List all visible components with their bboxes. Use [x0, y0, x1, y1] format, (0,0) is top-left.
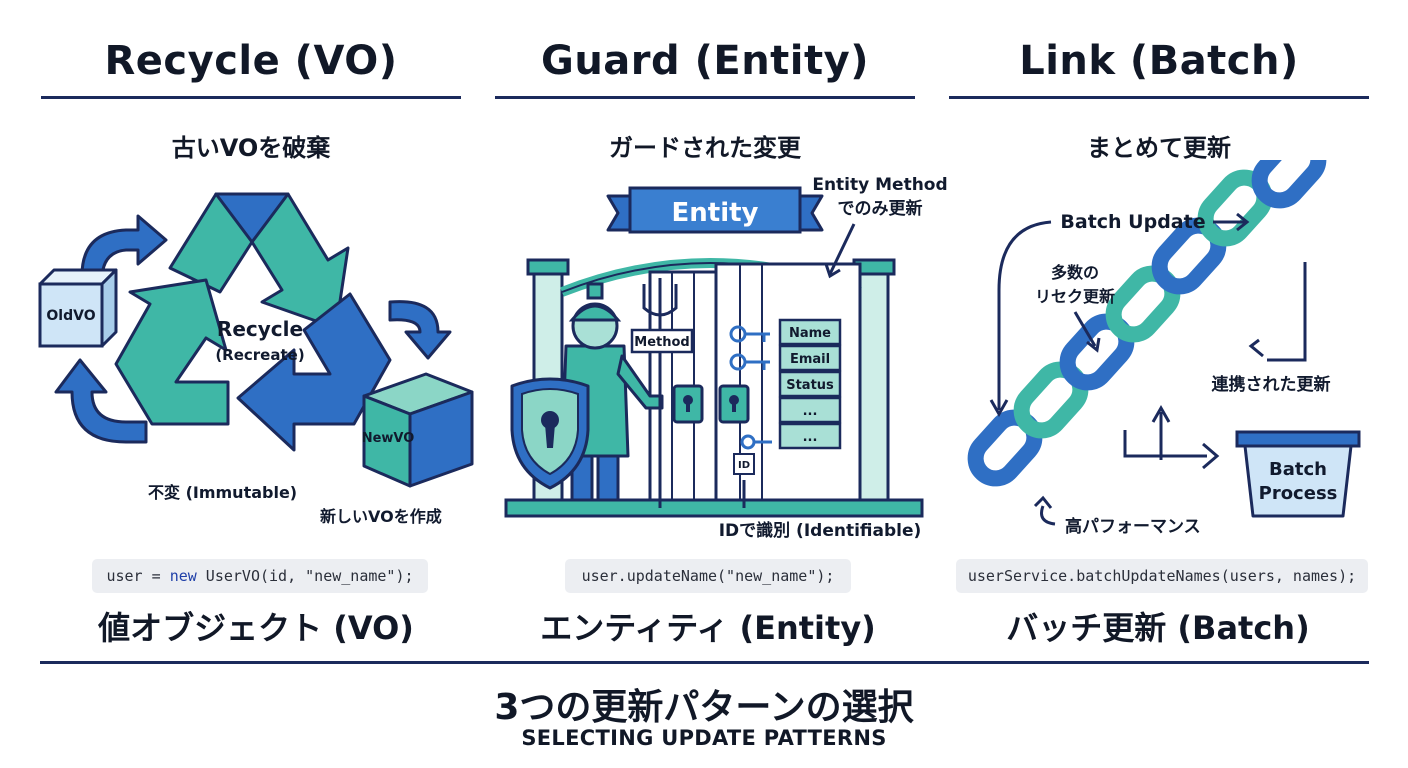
recycle-code-suffix: UserVO(id, "new_name");	[196, 567, 414, 585]
id-tag	[733, 453, 755, 475]
bottom-rule	[40, 661, 1369, 664]
new-vo-label: NewVO	[362, 431, 415, 446]
field-email: Email	[790, 352, 830, 367]
top-left-curved-arrow	[80, 214, 168, 282]
old-vo-box	[38, 268, 118, 348]
link-illustration: Batch Update 多数の リセク更新 連携された更新 Batch Pro…	[967, 160, 1361, 537]
recycle-center-sublabel: (Recreate)	[215, 346, 304, 364]
recycle-arrow-left	[114, 278, 230, 426]
trident-icon	[642, 278, 678, 508]
batch-process-label: Batch	[1269, 459, 1327, 480]
entity-method-note: Entity Method	[812, 175, 947, 195]
many-updates-label-2: リセク更新	[1035, 287, 1115, 306]
guard-title: Guard (Entity)	[541, 38, 869, 84]
right-curved-arrow	[388, 300, 452, 360]
recycle-illustration: OldVO NewVO Recycle (Recreate) 不変 (Immut…	[38, 192, 474, 526]
recycle-arrow-top-blue	[214, 192, 290, 244]
right-pillar	[852, 258, 896, 502]
batch-update-label: Batch Update	[1060, 211, 1205, 233]
link-title-rule	[949, 96, 1369, 99]
field-name: Name	[789, 326, 831, 341]
recycle-code: user = new UserVO(id, "new_name");	[92, 559, 428, 593]
method-sign-label: Method	[634, 335, 689, 350]
main-subtitle: SELECTING UPDATE PATTERNS	[521, 726, 887, 750]
guard-illustration: ID Name Email Status ... ... Entity Enti…	[504, 175, 948, 541]
shield-lock-icon	[510, 377, 590, 490]
entity-banner-label: Entity	[672, 198, 759, 228]
entity-fields	[778, 318, 842, 450]
link-footer: バッチ更新 (Batch)	[1006, 609, 1310, 647]
immutable-label: 不変 (Immutable)	[148, 483, 297, 502]
recycle-title-rule	[41, 96, 461, 99]
chain-icon	[967, 160, 1327, 487]
entity-method-note-2: でのみ更新	[838, 198, 923, 219]
create-new-vo-label: 新しいVOを作成	[320, 507, 442, 526]
main-title: 3つの更新パターンの選択	[494, 687, 914, 728]
recycle-subtitle: 古いVOを破棄	[171, 134, 331, 162]
recycle-title: Recycle (VO)	[104, 38, 398, 84]
field-ellipsis-2: ...	[803, 430, 818, 445]
high-performance-label: 高パフォーマンス	[1065, 516, 1201, 537]
method-note-pointer	[828, 223, 856, 275]
id-tag-label: ID	[738, 460, 750, 471]
identifiable-label: IDで識別 (Identifiable)	[719, 520, 922, 541]
link-subtitle: まとめて更新	[1087, 134, 1231, 162]
link-code: userService.batchUpdateNames(users, name…	[956, 559, 1368, 593]
old-vo-label: OldVO	[46, 308, 95, 324]
recycle-code-keyword: new	[169, 567, 197, 585]
guard-code: user.updateName("new_name");	[565, 559, 851, 593]
method-sign	[630, 328, 694, 354]
many-updates-label: 多数の	[1051, 263, 1099, 282]
recycle-center-label: Recycle	[217, 317, 303, 341]
guard-footer: エンティティ (Entity)	[540, 609, 876, 647]
gate-base	[504, 498, 924, 518]
guard-title-rule	[495, 96, 915, 99]
bottom-left-curved-arrow	[54, 358, 148, 444]
recycle-footer: 値オブジェクト (VO)	[98, 609, 414, 647]
recycle-code-prefix: user =	[106, 567, 170, 585]
new-vo-box	[362, 372, 474, 488]
field-ellipsis-1: ...	[803, 404, 818, 419]
batch-process-tray	[1235, 430, 1361, 518]
link-title: Link (Batch)	[1019, 38, 1299, 84]
guard-subtitle: ガードされた変更	[609, 134, 801, 162]
linked-updates-label: 連携された更新	[1212, 374, 1331, 395]
entity-banner	[606, 186, 824, 234]
key-icon	[729, 325, 772, 450]
batch-update-left-arrow	[997, 220, 1052, 410]
batch-process-label-2: Process	[1259, 483, 1338, 504]
field-status: Status	[786, 378, 834, 393]
